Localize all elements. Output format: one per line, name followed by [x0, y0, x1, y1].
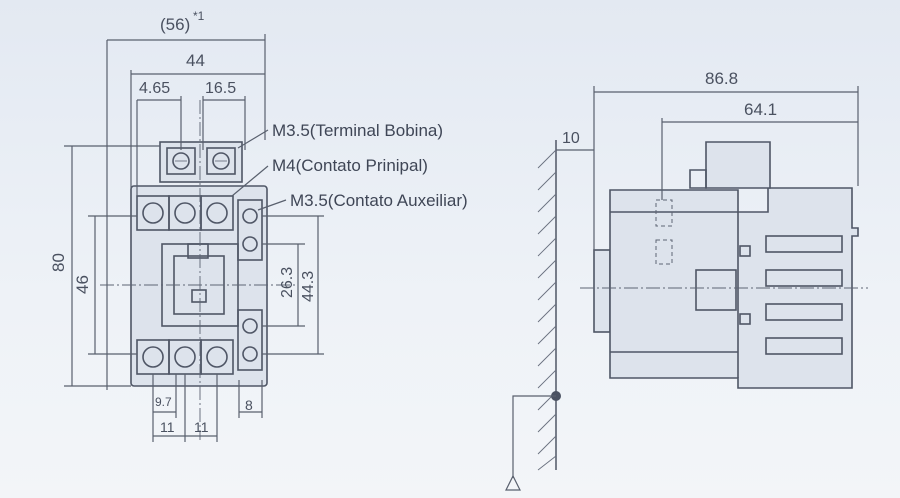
side-dimension-texts: 86.8 64.1 10: [562, 69, 777, 147]
side-view: [580, 141, 868, 389]
terminal-labels: M3.5(Terminal Bobina) M4(Contato Prinipa…: [272, 121, 468, 210]
dim-front-width: 44: [186, 51, 205, 70]
dim-overall-note: *1: [193, 9, 205, 23]
dim-bottom-11b: 11: [194, 419, 209, 435]
label-coil-terminal: M3.5(Terminal Bobina): [272, 121, 443, 140]
side-dimensions: [556, 86, 859, 252]
front-view: [100, 100, 295, 440]
label-aux-contact: M3.5(Contato Auxeiliar): [290, 191, 468, 210]
side-slats: [695, 235, 843, 355]
aux-terminals: [237, 199, 263, 371]
dim-bottom-97: 9.7: [155, 395, 172, 409]
side-top-cap: [705, 141, 771, 189]
dim-bottom-8: 8: [245, 397, 253, 413]
side-rear-plate: [593, 249, 611, 333]
mounting-wall: [505, 140, 561, 491]
dim-bottom-11a: 11: [160, 419, 175, 435]
front-dimensions: [64, 34, 324, 442]
dim-height: 80: [49, 253, 68, 272]
dim-side-total: 86.8: [705, 69, 738, 88]
dim-wall-gap: 10: [562, 130, 580, 147]
ground-symbol: [505, 474, 521, 491]
dim-aux-outer: 44.3: [300, 271, 317, 302]
front-dimension-texts: (56) *1 44 4.65 16.5 80 46 26.3 44.3 9.7…: [49, 9, 317, 435]
front-housing: [130, 185, 268, 387]
dim-left-offset: 4.65: [139, 80, 170, 97]
label-leaders: [231, 129, 287, 211]
dim-side-body: 64.1: [744, 100, 777, 119]
dim-mount-height: 46: [73, 275, 92, 294]
dim-aux-inner: 26.3: [279, 267, 296, 298]
dim-overall-width: (56): [160, 15, 190, 34]
dim-coil-pitch: 16.5: [205, 80, 236, 97]
label-main-contact: M4(Contato Prinipal): [272, 156, 428, 175]
main-terminal-top: [136, 195, 234, 231]
